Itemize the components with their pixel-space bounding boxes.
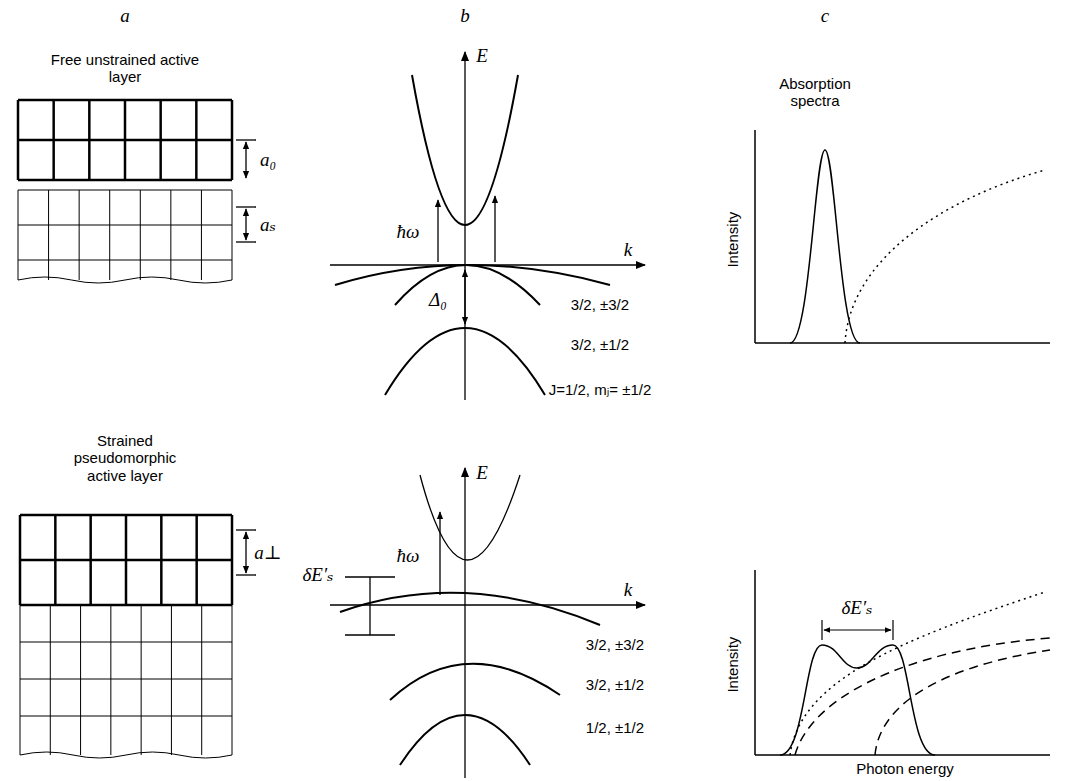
- dim-arrow: [245, 532, 246, 573]
- band-label: 3/2, ±1/2: [571, 336, 629, 353]
- band-label: 3/2, ±3/2: [586, 636, 644, 653]
- band-diagram-bottom: [330, 468, 645, 778]
- absorption-top: [755, 130, 1050, 343]
- dim-arrow: [245, 209, 246, 240]
- axis-label: E: [476, 45, 488, 67]
- lattice-constant: a⊥: [254, 542, 281, 564]
- band-diagram-top: [330, 52, 645, 400]
- panel-heading: Absorption spectra: [765, 75, 865, 110]
- axis-label: E: [476, 462, 488, 484]
- axis-label: Photon energy: [856, 760, 954, 777]
- axis-label: Intensity: [724, 637, 741, 693]
- axis-label: k: [624, 579, 632, 601]
- panel-letter: a: [120, 5, 130, 27]
- panel-heading: Free unstrained active layer: [50, 51, 200, 86]
- dim-arrow: [245, 142, 246, 178]
- photon-energy-symbol: ħω: [397, 545, 420, 567]
- strain-splitting: δE′ₛ: [303, 564, 334, 586]
- band-label: J=1/2, mⱼ= ±1/2: [549, 381, 652, 398]
- axis-label: Intensity: [724, 212, 741, 268]
- panel-letter: b: [460, 5, 470, 27]
- band-label: 1/2, ±1/2: [586, 719, 644, 736]
- lattice-constant: aₛ: [260, 214, 276, 236]
- lattice-constant: a₀: [260, 149, 276, 171]
- panel-letter: c: [821, 5, 829, 27]
- band-label: 3/2, ±1/2: [586, 676, 644, 693]
- absorption-bottom: [755, 570, 1050, 755]
- strain-splitting: δE′ₛ: [842, 597, 873, 619]
- panel-heading: Strained pseudomorphic active layer: [63, 432, 188, 484]
- split-off-energy: Δ₀: [429, 289, 447, 311]
- photon-energy-symbol: ħω: [397, 221, 420, 243]
- axis-label: k: [624, 239, 632, 261]
- dim-tick: [236, 139, 256, 140]
- band-label: 3/2, ±3/2: [571, 296, 629, 313]
